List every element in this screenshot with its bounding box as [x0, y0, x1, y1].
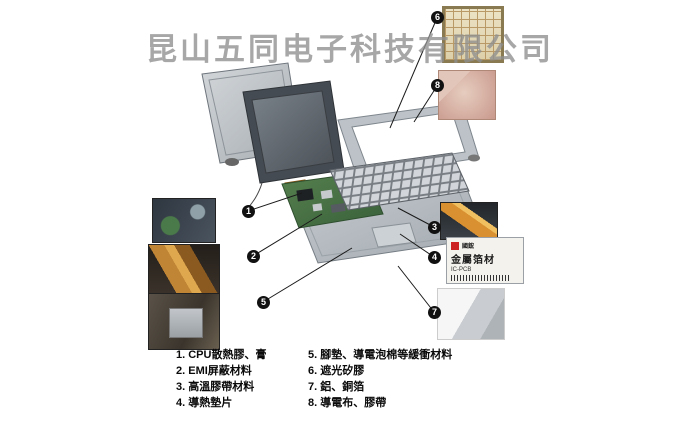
- photo-cpu-thermal-paste: [152, 198, 216, 243]
- callout-4: 4: [428, 251, 441, 264]
- label-barcode: [451, 275, 509, 281]
- legend-column-right: 5. 腳墊、導電泡棉等緩衝材料 6. 遮光矽膠 7. 鋁、銅箔 8. 導電布、膠…: [308, 347, 452, 411]
- photo-thermal-pad-board: [148, 293, 220, 350]
- legend-item-5: 5. 腳墊、導電泡棉等緩衝材料: [308, 349, 453, 361]
- label-brand: 國鋐: [462, 244, 475, 250]
- keyboard: [329, 152, 470, 211]
- photo-shading-silicone-sheet: [442, 6, 504, 63]
- callout-1: 1: [242, 205, 255, 218]
- callout-7: 7: [428, 306, 441, 319]
- photo-emi-shielding-material: [148, 244, 220, 294]
- legend-item-6: 6. 遮光矽膠: [308, 365, 365, 377]
- legend-item-8: 8. 導電布、膠帶: [308, 397, 387, 409]
- label-logo-icon: [451, 241, 459, 250]
- label-header: 國鋐: [451, 241, 519, 250]
- callout-2: 2: [247, 250, 260, 263]
- photo-conductive-tape: [438, 70, 496, 120]
- legend-item-1: 1. CPU散熱膠、膏: [176, 349, 267, 361]
- legend-item-3: 3. 高溫膠帶材料: [176, 381, 255, 393]
- photo-foil-corner-piece: [437, 288, 505, 340]
- legend-item-2: 2. EMI屏蔽材料: [176, 365, 252, 377]
- callout-8: 8: [431, 79, 444, 92]
- photo-metal-foil-label: 國鋐 金屬箔材 IC-PCB: [446, 237, 524, 284]
- callout-3: 3: [428, 221, 441, 234]
- thermal-pad-detail: [169, 308, 203, 338]
- legend-column-left: 1. CPU散熱膠、膏 2. EMI屏蔽材料 3. 高溫膠帶材料 4. 導熱墊片: [176, 347, 266, 411]
- label-title: 金屬箔材: [451, 255, 495, 266]
- label-subtitle: IC-PCB: [451, 267, 472, 273]
- legend-item-7: 7. 鋁、銅箔: [308, 381, 365, 393]
- callout-6: 6: [431, 11, 444, 24]
- legend-item-4: 4. 導熱墊片: [176, 397, 233, 409]
- callout-5: 5: [257, 296, 270, 309]
- photo-flex-cable: [440, 202, 498, 240]
